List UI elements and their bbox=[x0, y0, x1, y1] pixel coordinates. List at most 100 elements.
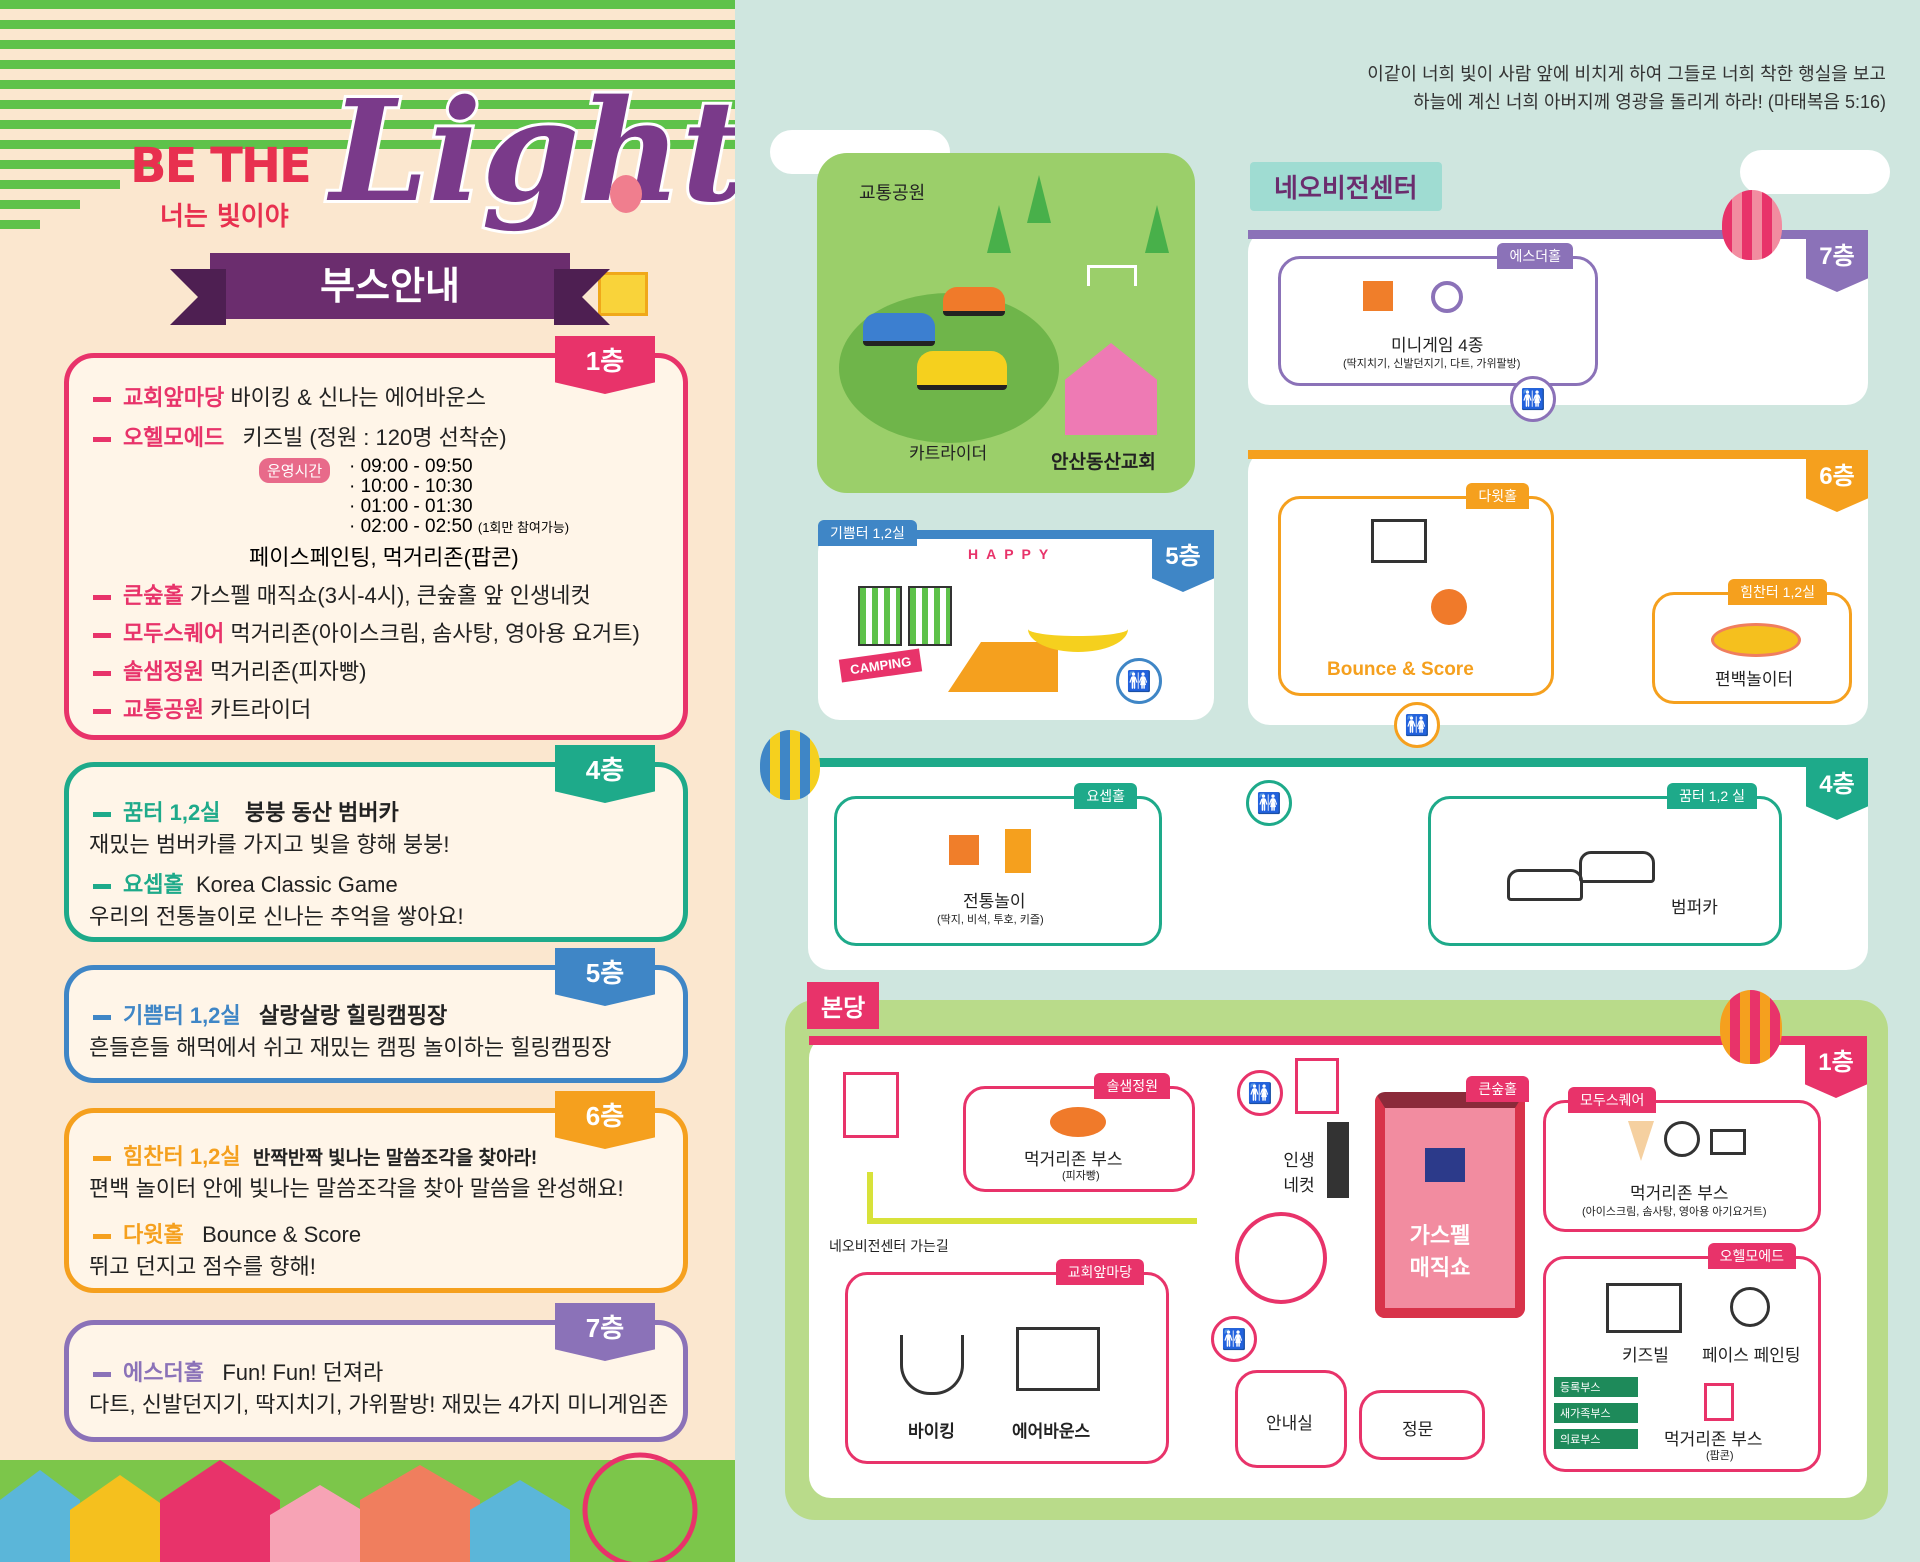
room-tag: 모두스퀘어 bbox=[1568, 1087, 1657, 1113]
floor-5-marker: 5층 bbox=[1152, 530, 1214, 592]
card-floor-7: 7층 에스더홀 Fun! Fun! 던져라 다트, 신발던지기, 딱지치기, 가… bbox=[64, 1303, 688, 1442]
room-tag: 다윗홀 bbox=[1466, 483, 1529, 509]
floor-7-area: 7층 에스더홀 미니게임 4종 (딱지치기, 신발던지기, 다트, 가위팔방) … bbox=[1248, 230, 1868, 422]
magic-hat-icon bbox=[1425, 1148, 1465, 1182]
booth-title: Bounce & Score bbox=[202, 1222, 362, 1247]
booth-guide-title: 부스안내 bbox=[170, 253, 610, 325]
card-floor-5: 5층 기쁨터 1,2실 살랑살랑 힐링캠핑장 흔들흔들 해먹에서 쉬고 재밌는 … bbox=[64, 948, 688, 1083]
path-line bbox=[867, 1218, 1197, 1224]
verse-line-2: 하늘에 계신 너희 아버지께 영광을 돌리게 하라! (마태복음 5:16) bbox=[1413, 92, 1886, 112]
schedule-time: · 01:00 - 01:30 bbox=[349, 496, 473, 517]
schedule-time: · 10:00 - 10:30 bbox=[349, 476, 473, 497]
floor-6-area: 6층 다윗홀 Bounce & Score 힘찬터 1,2실 편백놀이터 🚻 bbox=[1248, 450, 1868, 748]
basketball-icon bbox=[1431, 589, 1467, 625]
himchan-room: 힘찬터 1,2실 편백놀이터 bbox=[1652, 579, 1852, 704]
elevator-icon bbox=[843, 1072, 899, 1138]
logo-light: Light bbox=[327, 67, 735, 237]
park-title: 교통공원 bbox=[859, 183, 926, 203]
booth-name: 큰숲홀 bbox=[123, 583, 184, 608]
schedule-time: · 02:00 - 02:50 bbox=[349, 516, 473, 537]
ice-cream-icon bbox=[1628, 1121, 1654, 1161]
booth-guide-panel: BE THE Light 너는 빛이야 부스안내 1층 교회앞마당 바이킹 & … bbox=[0, 0, 735, 1562]
booth-title: 붕붕 동산 범버카 bbox=[244, 800, 399, 825]
esther-hall-room: 에스더홀 미니게임 4종 (딱지치기, 신발던지기, 다트, 가위팔방) bbox=[1278, 243, 1598, 386]
room-tag: 솔샘정원 bbox=[1094, 1073, 1170, 1099]
tab-floor-1: 1층 bbox=[555, 336, 655, 394]
cloud-illustration bbox=[1740, 150, 1890, 194]
life4cut-label: 인생네컷 bbox=[1283, 1151, 1315, 1195]
room-tag: 에스더홀 bbox=[1497, 243, 1573, 269]
booth-desc: 우리의 전통놀이로 신나는 추억을 쌓아요! bbox=[89, 904, 464, 929]
restroom-icon: 🚻 bbox=[1237, 1070, 1283, 1116]
tent-icon bbox=[948, 642, 1058, 692]
booth-title: Fun! Fun! 던져라 bbox=[222, 1360, 384, 1385]
big-forest-hall: 큰숲홀 가스펠 매직쇼 bbox=[1375, 1076, 1529, 1318]
sign-registration: 등록부스 bbox=[1553, 1376, 1639, 1398]
cypress-pool-icon bbox=[1711, 623, 1801, 657]
room-tag: 큰숲홀 bbox=[1466, 1076, 1529, 1102]
castle-icon bbox=[1606, 1283, 1682, 1333]
target-icon bbox=[1431, 281, 1463, 313]
room-tag: 꿈터 1,2 실 bbox=[1667, 783, 1757, 809]
booth-title: 살랑살랑 힐링캠핑장 bbox=[259, 1003, 448, 1028]
main-sanctuary-area: 본당 1층 네오비전센터 가는길 솔샘정원 먹거리존 부스 (피자빵) 🚻 인생… bbox=[785, 982, 1888, 1520]
card-floor-4: 4층 꿈터 1,2실 붕붕 동산 범버카 재밌는 범버카를 가지고 빛을 향해 … bbox=[64, 745, 688, 942]
kart-label: 카트라이더 bbox=[909, 444, 988, 463]
tree-icon bbox=[987, 205, 1011, 253]
face-painting-label: 페이스 페인팅 bbox=[1702, 1346, 1801, 1365]
bench-icon bbox=[1087, 265, 1137, 286]
church-icon bbox=[1065, 343, 1157, 435]
ttakji-icon bbox=[949, 835, 979, 865]
room-label: Bounce & Score bbox=[1327, 659, 1474, 680]
booth-desc: 뛰고 던지고 점수를 향해! bbox=[89, 1254, 316, 1279]
main-title: 본당 bbox=[807, 982, 880, 1029]
restroom-icon: 🚻 bbox=[1211, 1316, 1257, 1362]
room-sub: (아이스크림, 솜사탕, 영아용 아기요거트) bbox=[1582, 1206, 1767, 1218]
room-label: 범퍼카 bbox=[1671, 898, 1718, 917]
tab-floor-4: 4층 bbox=[555, 745, 655, 803]
booth-name: 솔샘정원 bbox=[123, 659, 204, 684]
floor-1-marker: 1층 bbox=[1805, 1036, 1867, 1098]
booth-title: 반짝반짝 빛나는 말씀조각을 찾아라! bbox=[252, 1148, 538, 1169]
booth-name: 다윗홀 bbox=[123, 1222, 184, 1247]
church-yard-room: 교회앞마당 바이킹 에어바운스 bbox=[845, 1259, 1169, 1464]
booth-desc: 가스펠 매직쇼(3시-4시), 큰숲홀 앞 인생네컷 bbox=[189, 583, 591, 608]
booth-name: 교통공원 bbox=[123, 697, 204, 722]
balloon-icon bbox=[610, 175, 642, 213]
booth-name: 에스더홀 bbox=[123, 1360, 204, 1385]
sign-new-family: 새가족부스 bbox=[1553, 1402, 1639, 1424]
schedule-badge: 운영시간 bbox=[259, 458, 331, 483]
bumper-car-icon bbox=[863, 313, 935, 346]
booth-title: Korea Classic Game bbox=[195, 872, 398, 897]
room-sub: (딱지, 비석, 투호, 키즐) bbox=[937, 914, 1044, 926]
bumper-car-icon bbox=[943, 287, 1005, 316]
basketball-hoop-icon bbox=[1371, 519, 1427, 563]
to-neo-label: 네오비전센터 가는길 bbox=[829, 1238, 949, 1254]
bounce-house-icon bbox=[1016, 1327, 1100, 1391]
booth-desc: 다트, 신발던지기, 딱지치기, 가위팔방! 재밌는 4가지 미니게임존 bbox=[89, 1392, 669, 1417]
yogurt-icon bbox=[1710, 1129, 1746, 1155]
room-label: 미니게임 4종 bbox=[1391, 336, 1484, 355]
restroom-icon: 🚻 bbox=[1510, 376, 1556, 422]
joseph-hall-room: 요셉홀 전통놀이 (딱지, 비석, 투호, 키즐) bbox=[834, 783, 1162, 946]
booth-name: 꿈터 1,2실 bbox=[123, 800, 221, 825]
booth-desc: 먹거리존(아이스크림, 솜사탕, 영아용 요거트) bbox=[230, 621, 640, 646]
gate-label: 정문 bbox=[1402, 1420, 1434, 1439]
bumper-car-icon bbox=[917, 351, 1007, 390]
room-tag: 힘찬터 1,2실 bbox=[1728, 579, 1827, 605]
bumper-car-icon bbox=[1579, 851, 1655, 883]
bumper-car-icon bbox=[1507, 869, 1583, 901]
face-painting-icon bbox=[1730, 1287, 1770, 1327]
restroom-icon: 🚻 bbox=[1116, 658, 1162, 704]
floor-7-marker: 7층 bbox=[1806, 230, 1868, 292]
elevator-icon bbox=[1295, 1058, 1339, 1114]
booth-name: 요셉홀 bbox=[123, 872, 184, 897]
booth-desc: 카트라이더 bbox=[210, 697, 312, 722]
neo-vision-center-title: 네오비전센터 bbox=[1250, 162, 1442, 211]
viking-label: 바이킹 bbox=[908, 1422, 955, 1441]
hot-air-balloon-icon bbox=[1720, 990, 1782, 1064]
info-room: 안내실 bbox=[1235, 1370, 1347, 1468]
camp-chair-icon bbox=[908, 586, 952, 646]
viking-icon bbox=[900, 1335, 964, 1395]
floor-4-area: 4층 요셉홀 전통놀이 (딱지, 비석, 투호, 키즐) 🚻 꿈터 1,2 실 … bbox=[808, 758, 1868, 970]
